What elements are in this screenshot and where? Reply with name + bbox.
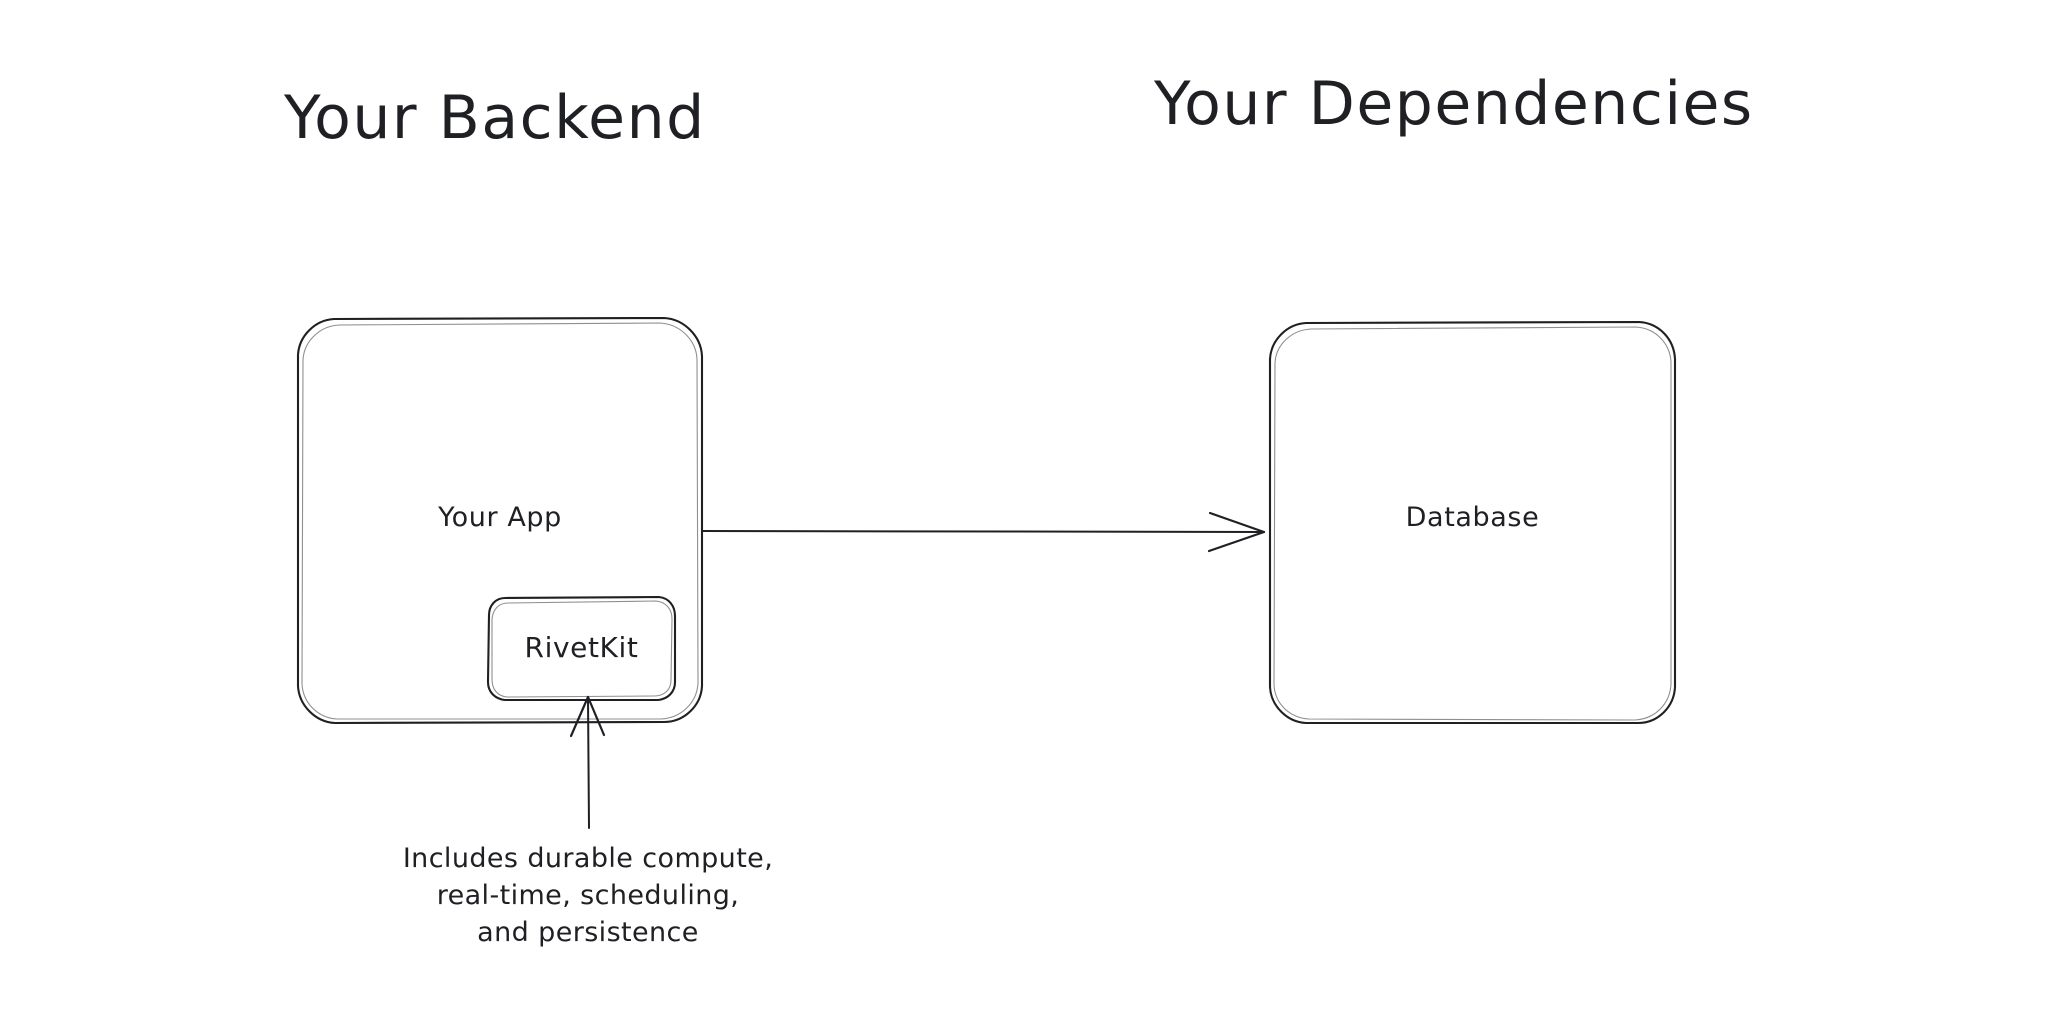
node-rivetkit[interactable] — [488, 597, 675, 700]
group-title-your-backend: Your Backend — [284, 83, 706, 153]
edge-app-to-database — [702, 511, 1266, 553]
annotation-caption-line-3: and persistence — [477, 917, 699, 948]
rivetkit-box-shape — [486, 595, 677, 702]
your-app-box-shape — [296, 316, 704, 725]
node-label-database: Database — [1405, 502, 1540, 533]
database-box-shape — [1268, 320, 1677, 725]
node-label-rivetkit: RivetKit — [524, 631, 639, 664]
annotation-caption-line-1: Includes durable compute, — [402, 843, 774, 874]
group-title-your-dependencies: Your Dependencies — [1154, 69, 1754, 139]
annotation-caption-line-2: real-time, scheduling, — [436, 880, 740, 911]
annotation-caption: Includes durable compute, real-time, sch… — [398, 840, 778, 951]
edge-annotation-to-rivetkit — [569, 695, 606, 829]
node-label-your-app: Your App — [438, 502, 562, 533]
node-database[interactable] — [1270, 322, 1675, 723]
